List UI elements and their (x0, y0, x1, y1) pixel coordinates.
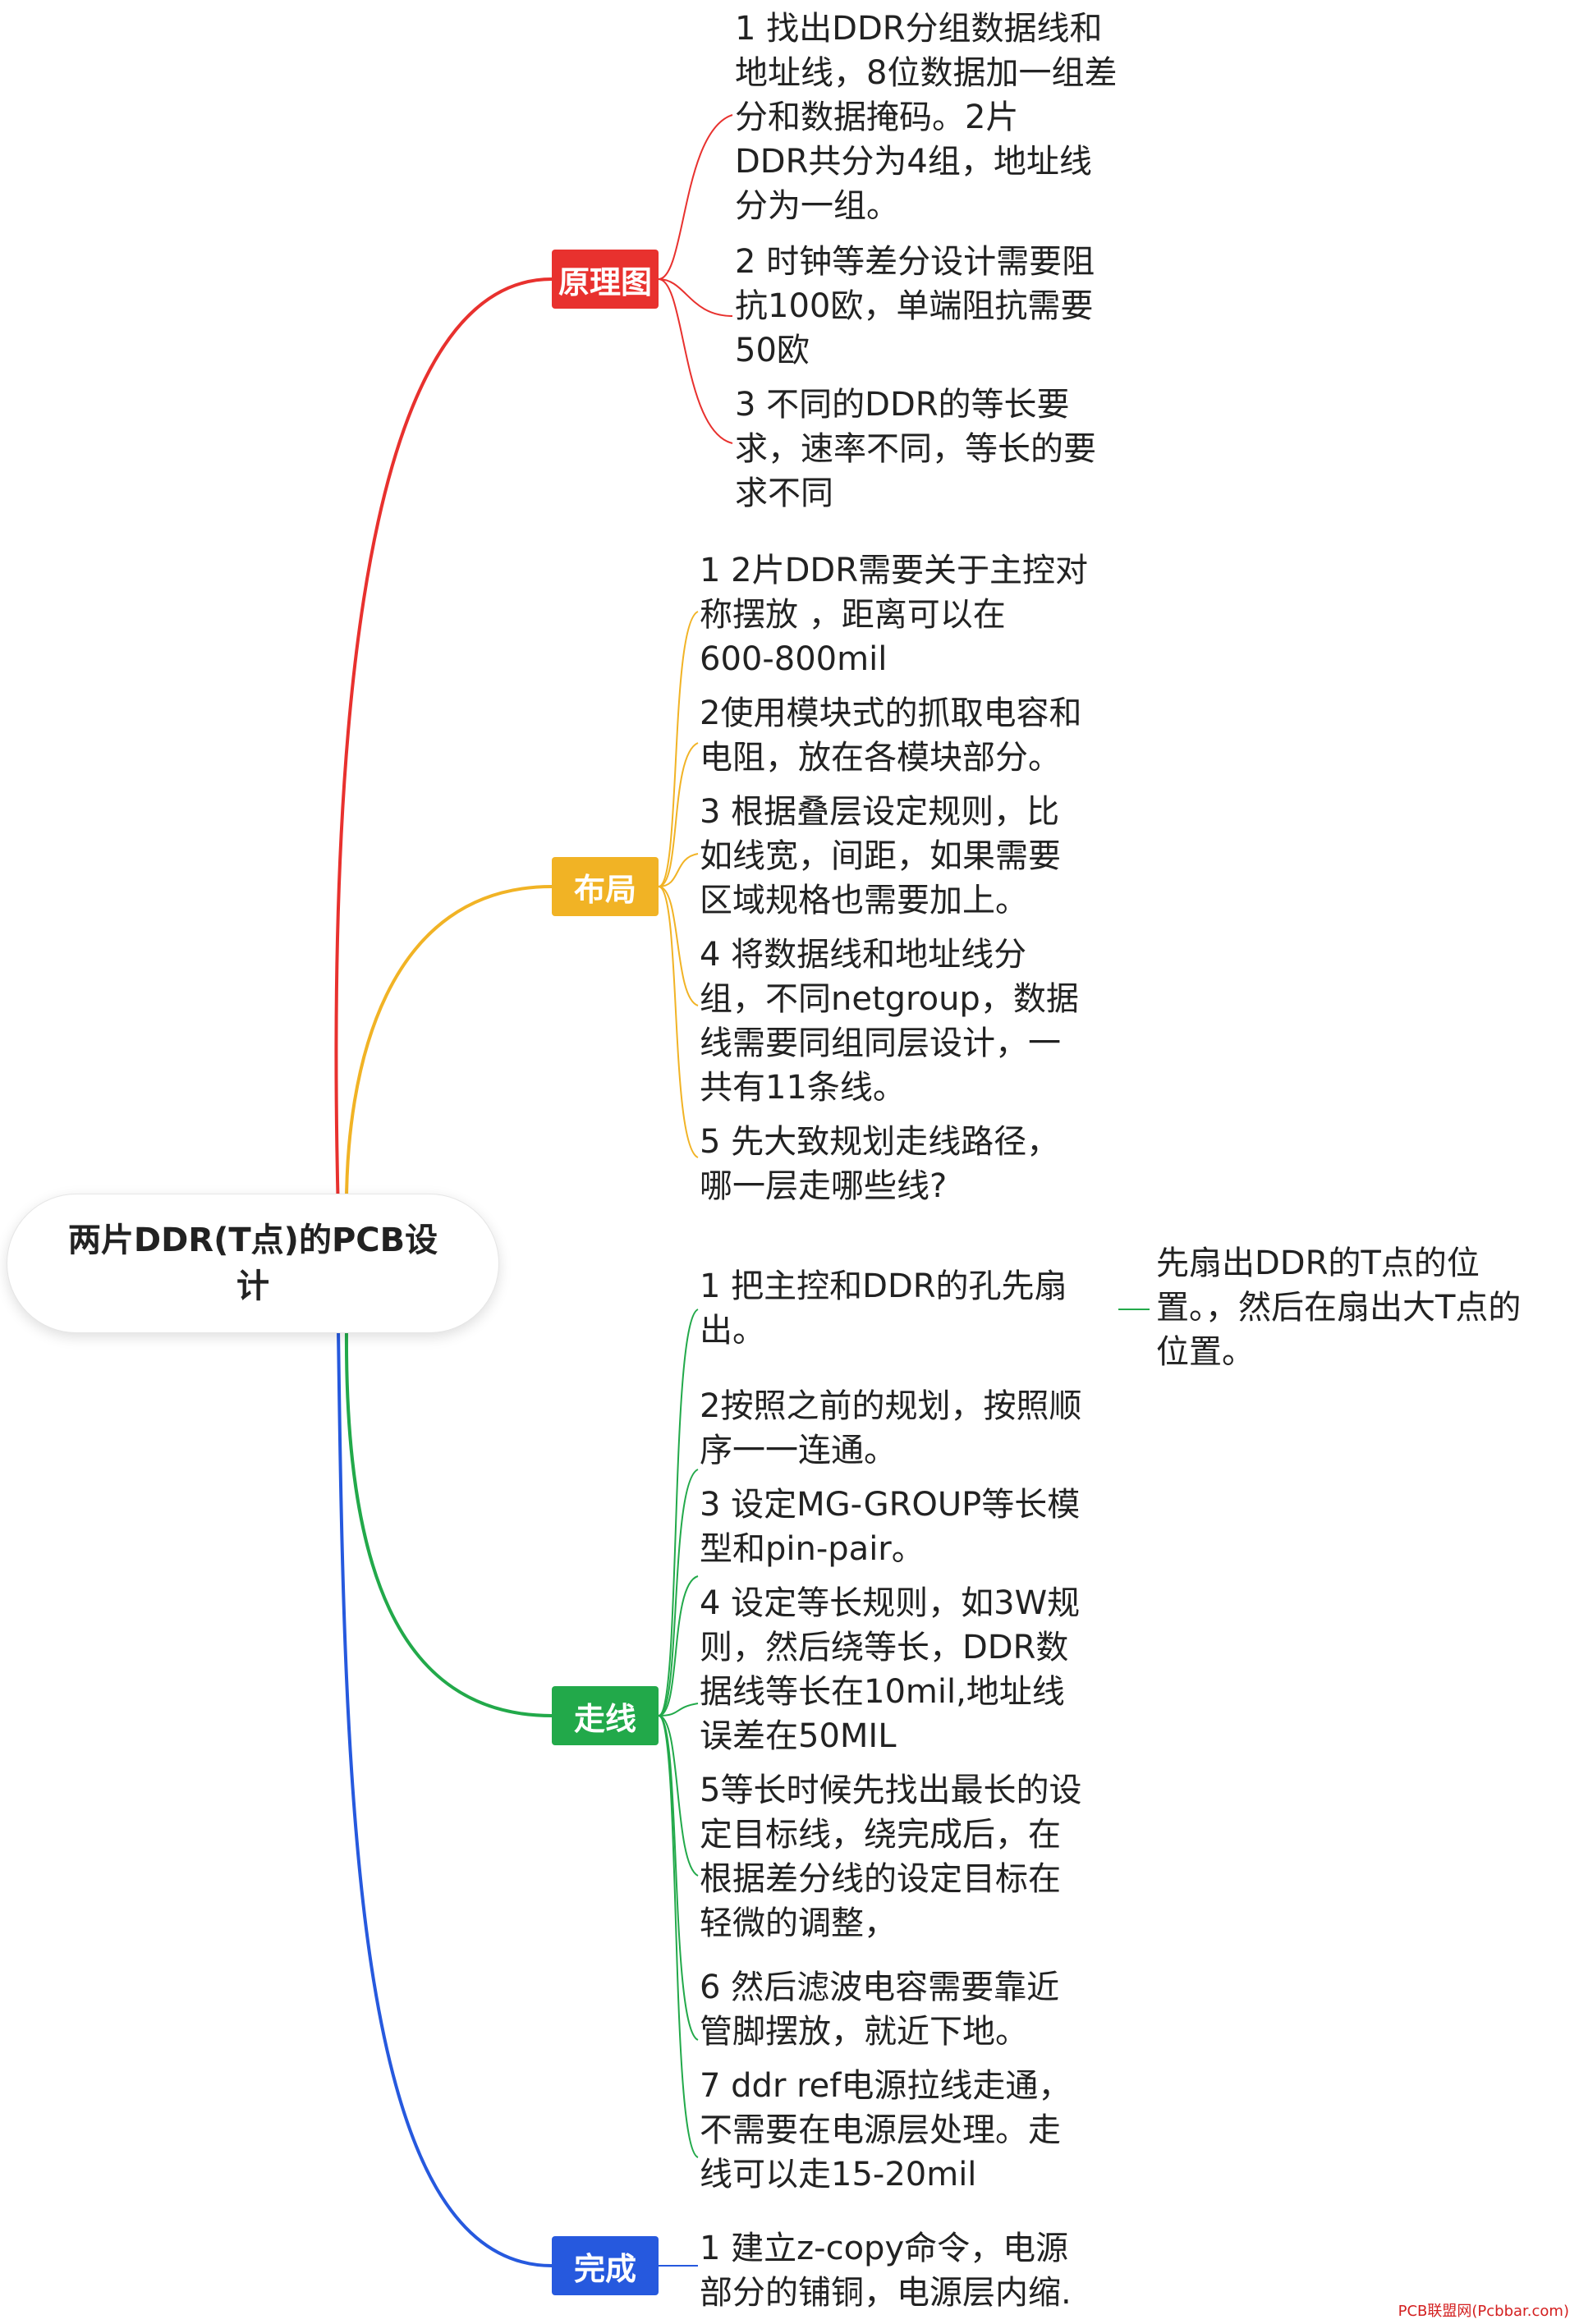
routing-item-4[interactable]: 4 设定等长规则，如3W规 则，然后绕等长，DDR数 据线等长在10mil,地址… (700, 1584, 1081, 1755)
schematic-item-3[interactable]: 3 不同的DDR的等长要 求，速率不同，等长的要 求不同 (735, 386, 1096, 512)
link-root-schematic (334, 277, 553, 1216)
link-root-done (337, 1329, 553, 2267)
layout-item-4[interactable]: 4 将数据线和地址线分 组，不同netgroup，数据 线需要同组同层设计，一 … (700, 936, 1079, 1107)
branch-done-label: 完成 (573, 2250, 636, 2287)
schematic-item-2[interactable]: 2 时钟等差分设计需要阻 抗100欧，单端阻抗需要 50欧 (735, 243, 1095, 369)
layout-item-5[interactable]: 5 先大致规划走线路径， 哪一层走哪些线? (700, 1123, 1060, 1205)
routing-item-2[interactable]: 2按照之前的规划，按照顺 序一一连通。 (700, 1387, 1082, 1469)
site-watermark: PCB联盟网(Pcbbar.com) (1398, 2303, 1569, 2320)
branch-routing-label: 走线 (573, 1700, 636, 1737)
branch-layout[interactable]: 布局 (552, 857, 659, 916)
routing-item-1-subtopic[interactable]: 先扇出DDR的T点的位 置。，然后在扇出大T点的 位置。 (1156, 1245, 1522, 1371)
link-root-routing (344, 1329, 553, 1717)
branch-routing[interactable]: 走线 (552, 1686, 659, 1745)
schematic-leaf-links (658, 114, 733, 444)
central-topic[interactable]: 两片DDR(T点)的PCB设 计 (7, 1194, 499, 1333)
done-item-1[interactable]: 1 建立z-copy命令，电源 部分的铺铜，电源层内缩. (700, 2230, 1072, 2312)
link-root-layout (344, 885, 553, 1216)
routing-leaf-links (658, 1309, 1150, 2158)
schematic-item-1[interactable]: 1 找出DDR分组数据线和 地址线，8位数据加一组差 分和数据掩码。2片 DDR… (735, 10, 1118, 225)
routing-item-5[interactable]: 5等长时候先找出最长的设 定目标线，绕完成后，在 根据差分线的设定目标在 轻微的… (700, 1772, 1082, 1942)
branch-schematic[interactable]: 原理图 (552, 250, 659, 309)
routing-item-1[interactable]: 1 把主控和DDR的孔先扇 出。 (700, 1267, 1067, 1350)
branch-schematic-label: 原理图 (558, 264, 652, 300)
routing-item-3[interactable]: 3 设定MG-GROUP等长模 型和pin-pair。 (700, 1486, 1081, 1568)
layout-item-3[interactable]: 3 根据叠层设定规则，比 如线宽，间距，如果需要 区域规格也需要加上。 (700, 793, 1061, 919)
branch-done[interactable]: 完成 (552, 2236, 659, 2295)
routing-item-7[interactable]: 7 ddr ref电源拉线走通， 不需要在电源层处理。走 线可以走15-20mi… (700, 2067, 1072, 2193)
layout-leaf-links (658, 611, 699, 1158)
central-topic-label: 两片DDR(T点)的PCB设 计 (67, 1222, 438, 1305)
layout-item-2[interactable]: 2使用模块式的抓取电容和 电阻，放在各模块部分。 (700, 694, 1082, 777)
branch-layout-label: 布局 (573, 871, 636, 908)
routing-item-6[interactable]: 6 然后滤波电容需要靠近 管脚摆放，就近下地。 (700, 1969, 1060, 2051)
layout-item-1[interactable]: 1 2片DDR需要关于主控对 称摆放 ，距离可以在 600-800mil (700, 552, 1089, 678)
